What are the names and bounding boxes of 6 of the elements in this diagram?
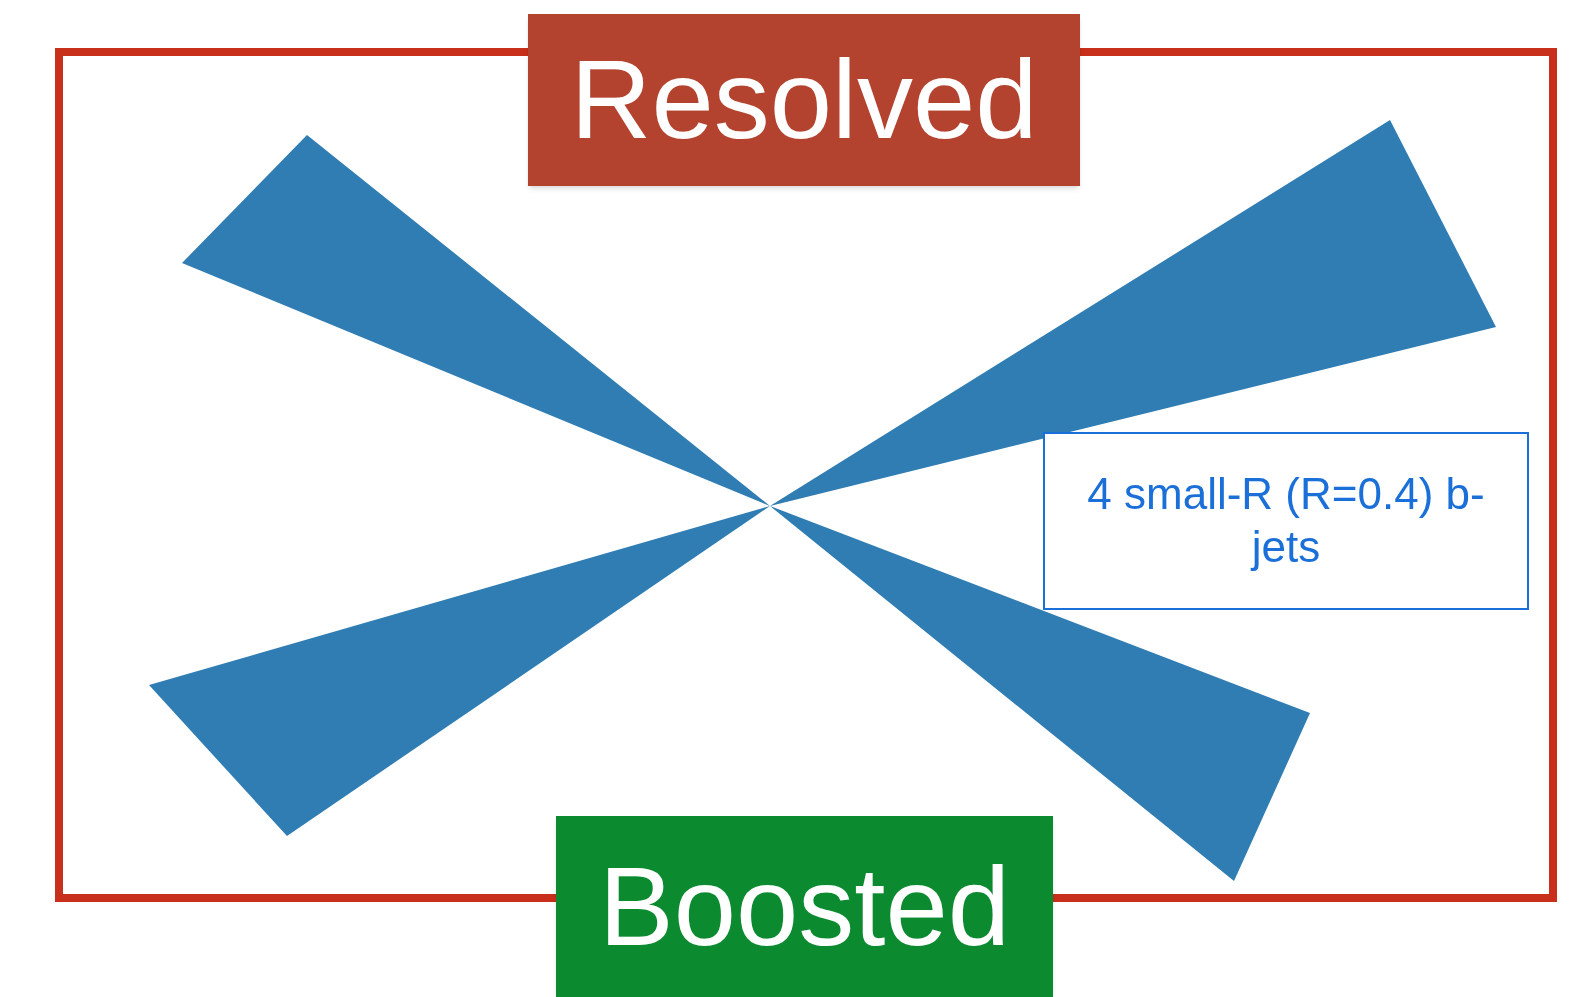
label-text: Resolved	[570, 44, 1038, 156]
resolved-label-box	[528, 14, 1080, 186]
boosted-label-box	[556, 816, 1053, 997]
label-text: Boosted	[599, 850, 1010, 963]
annotation-box	[1043, 432, 1529, 610]
label-text: 4 small-R (R=0.4) b-jets	[1086, 468, 1486, 573]
